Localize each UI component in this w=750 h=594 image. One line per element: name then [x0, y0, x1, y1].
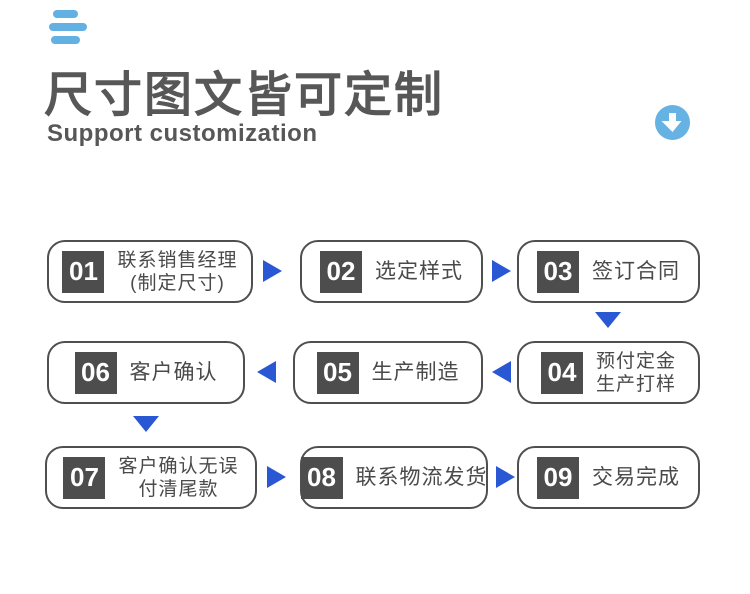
step-number-badge: 03	[537, 250, 579, 293]
flow-step-08: 08 联系物流发货	[300, 446, 488, 509]
step-number-badge: 09	[537, 456, 579, 499]
step-label: 客户确认	[130, 360, 218, 385]
step-label: 交易完成	[592, 465, 680, 490]
step-label-line: 生产打样	[595, 373, 676, 395]
step-label-line: 预付定金	[595, 350, 676, 372]
flow-step-05: 05 生产制造	[293, 341, 483, 404]
step-label: 预付定金 生产打样	[596, 350, 676, 396]
flow-arrow-left-icon	[257, 361, 276, 383]
hamburger-lines-icon	[49, 10, 89, 48]
page-title: 尺寸图文皆可定制	[44, 69, 445, 122]
step-number-badge: 06	[74, 351, 117, 394]
flow-step-02: 02 选定样式	[300, 240, 483, 303]
flow-step-07: 07 客户确认无误 付清尾款	[45, 446, 257, 509]
step-label-line: 联系物流发货	[355, 466, 488, 489]
flow-arrow-down-icon	[595, 312, 621, 328]
step-label-line: 联系销售经理	[117, 249, 238, 271]
step-number-badge: 07	[63, 456, 106, 499]
flow-step-09: 09 交易完成	[517, 446, 700, 509]
flow-arrow-right-icon	[263, 260, 282, 282]
step-number-badge: 08	[300, 456, 343, 499]
flow-arrow-right-icon	[267, 466, 286, 488]
hamburger-bar	[49, 23, 87, 31]
flow-step-04: 04 预付定金 生产打样	[517, 341, 700, 404]
flow-arrow-right-icon	[496, 466, 515, 488]
step-label: 选定样式	[375, 259, 463, 284]
step-label-line: 签订合同	[592, 260, 680, 283]
step-label-line: (制定尺寸)	[130, 272, 225, 294]
step-number-badge: 02	[320, 250, 362, 293]
flow-step-03: 03 签订合同	[517, 240, 700, 303]
step-label-line: 交易完成	[592, 466, 680, 489]
hamburger-bar	[53, 10, 78, 18]
flow-step-01: 01 联系销售经理 (制定尺寸)	[47, 240, 253, 303]
flow-arrow-right-icon	[492, 260, 511, 282]
step-label-line: 付清尾款	[138, 478, 219, 500]
step-label: 联系物流发货	[356, 465, 488, 490]
step-number-badge: 04	[540, 351, 583, 394]
step-label-line: 选定样式	[375, 260, 463, 283]
flow-arrow-left-icon	[492, 361, 511, 383]
step-label: 客户确认无误 付清尾款	[118, 455, 238, 501]
step-label-line: 客户确认无误	[118, 455, 239, 477]
step-number-badge: 05	[316, 351, 359, 394]
flow-step-06: 06 客户确认	[47, 341, 245, 404]
hamburger-bar	[51, 36, 80, 44]
page-subtitle: Support customization	[47, 120, 318, 147]
step-label: 联系销售经理 (制定尺寸)	[117, 249, 237, 295]
step-number-badge: 01	[62, 250, 105, 293]
step-label: 生产制造	[372, 360, 460, 385]
step-label: 签订合同	[592, 259, 680, 284]
step-label-line: 客户确认	[129, 361, 218, 384]
step-label-line: 生产制造	[371, 361, 460, 384]
flow-arrow-down-icon	[133, 416, 159, 432]
circle-down-arrow-icon	[655, 105, 690, 140]
